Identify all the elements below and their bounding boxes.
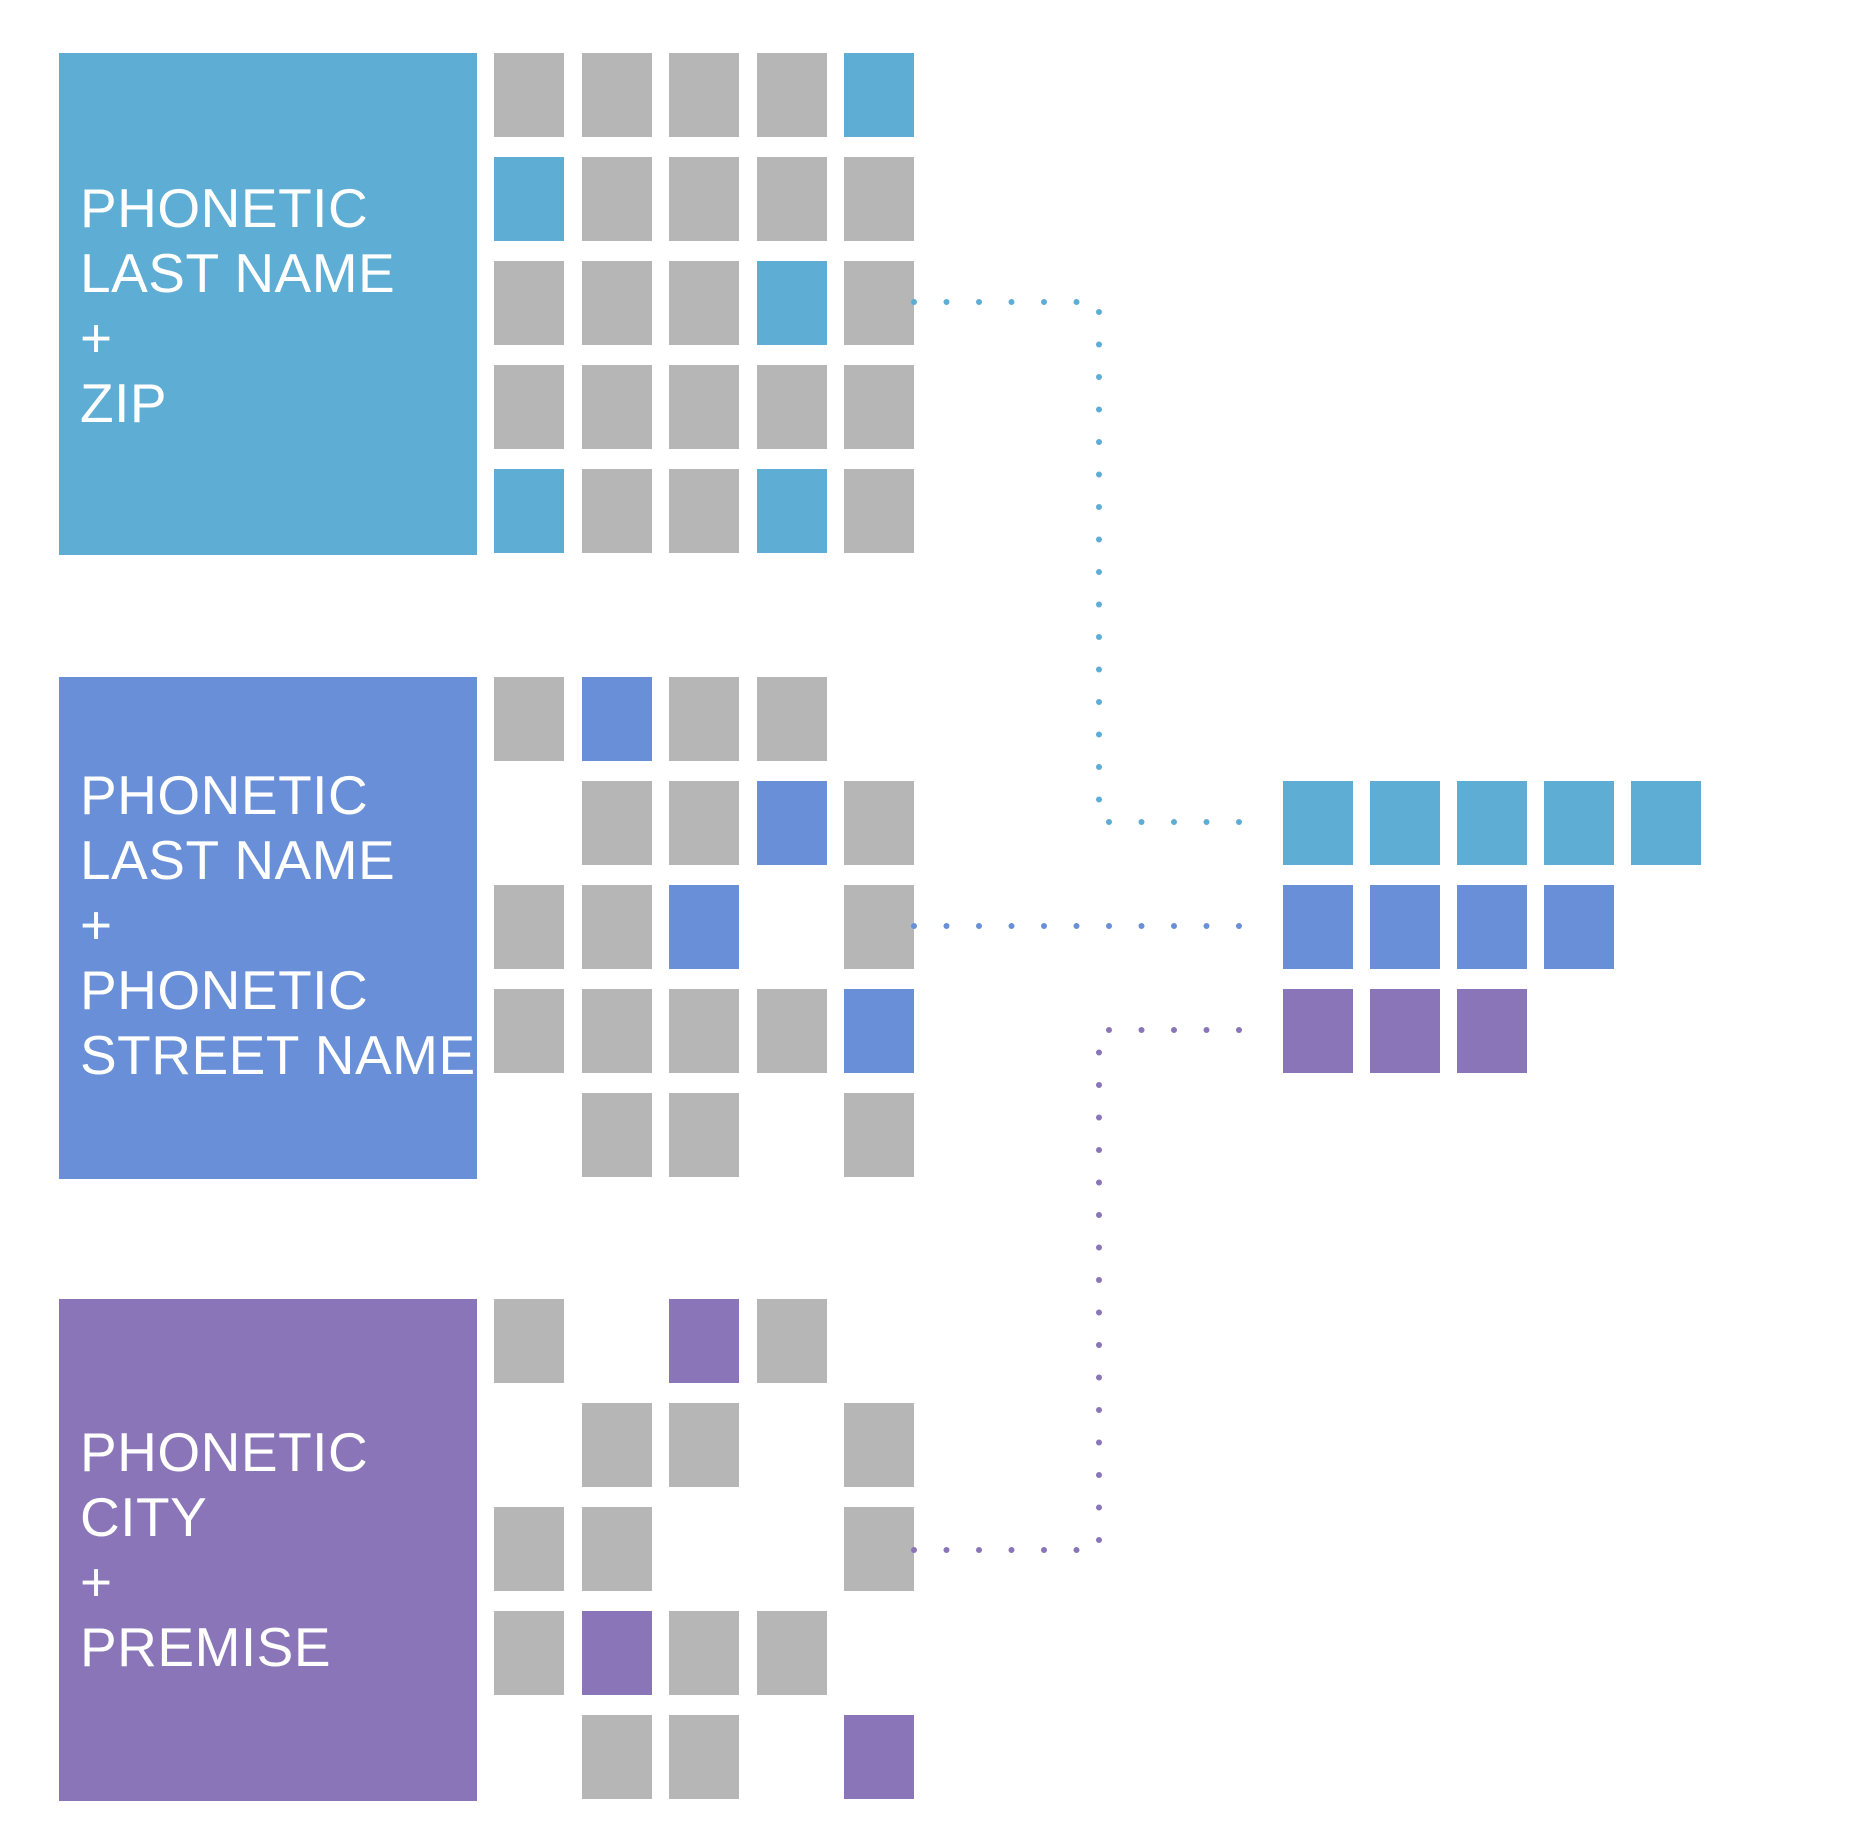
grid-cell-highlighted (844, 53, 914, 137)
grid-cell (844, 1507, 914, 1591)
grid-cell (669, 365, 739, 449)
label-line: PHONETIC (80, 1421, 369, 1483)
grid-cell (669, 469, 739, 553)
result-cell (1283, 781, 1353, 865)
grid-cell (582, 781, 652, 865)
grid-cell (669, 53, 739, 137)
result-cell (1457, 989, 1527, 1073)
grid-cell (757, 1299, 827, 1383)
grid-cell (669, 677, 739, 761)
grid-cells (494, 53, 914, 1799)
grid-cell (757, 157, 827, 241)
label-line: PHONETIC (80, 764, 369, 826)
label-box-street: PHONETIC LAST NAME + PHONETIC STREET NAM… (59, 677, 477, 1179)
label-line: PREMISE (80, 1616, 332, 1678)
grid-cell (494, 677, 564, 761)
result-cell (1457, 781, 1527, 865)
grid-cell-highlighted (582, 1611, 652, 1695)
label-text-zip: PHONETIC LAST NAME + ZIP (80, 176, 395, 436)
label-box-zip: PHONETIC LAST NAME + ZIP (59, 53, 477, 555)
grid-cell (669, 781, 739, 865)
grid-cell (844, 1403, 914, 1487)
grid-cell-highlighted (844, 989, 914, 1073)
grid-cell-highlighted (757, 781, 827, 865)
result-cell (1370, 989, 1440, 1073)
result-cell (1544, 781, 1614, 865)
connectors (911, 299, 1271, 1553)
grid-cell-highlighted (494, 157, 564, 241)
grid-cell (582, 157, 652, 241)
result-cells (1283, 781, 1701, 1073)
grid-cell (669, 989, 739, 1073)
grid-cell (494, 365, 564, 449)
grid-cell-highlighted (669, 885, 739, 969)
result-cell (1370, 781, 1440, 865)
connector-zip (911, 299, 1271, 825)
grid-cell (669, 1611, 739, 1695)
grid-cell (844, 885, 914, 969)
grid-cell (582, 989, 652, 1073)
label-line: LAST NAME (80, 829, 396, 891)
label-line: PHONETIC (80, 959, 369, 1021)
grid-cell (582, 885, 652, 969)
label-line: CITY (80, 1486, 208, 1548)
grid-cell-highlighted (844, 1715, 914, 1799)
grid-cell (844, 157, 914, 241)
grid-cell (844, 1093, 914, 1177)
grid-cell (582, 1093, 652, 1177)
grid-cell (582, 1715, 652, 1799)
grid-cell (757, 989, 827, 1073)
label-text-street: PHONETIC LAST NAME + PHONETIC STREET NAM… (80, 763, 476, 1088)
grid-cell (844, 781, 914, 865)
result-cell (1283, 885, 1353, 969)
label-line: LAST NAME (80, 242, 396, 304)
grid-cell-highlighted (757, 469, 827, 553)
result-cell (1370, 885, 1440, 969)
grid-cell (494, 989, 564, 1073)
grid-cell (494, 261, 564, 345)
label-line: STREET NAME (80, 1024, 476, 1086)
result-cell (1457, 885, 1527, 969)
result-cell (1283, 989, 1353, 1073)
grid-cell (582, 365, 652, 449)
grid-cell (494, 885, 564, 969)
grid-cell (757, 365, 827, 449)
grid-cell (582, 469, 652, 553)
grid-cell (582, 261, 652, 345)
label-line: ZIP (80, 372, 168, 434)
result-cell (1631, 781, 1701, 865)
label-box-city: PHONETIC CITY + PREMISE (59, 1299, 477, 1801)
label-line: + (80, 307, 113, 369)
result-cell (1544, 885, 1614, 969)
grid-cell (844, 469, 914, 553)
grid-cell (757, 1611, 827, 1695)
grid-cell (582, 53, 652, 137)
grid-cell (494, 53, 564, 137)
grid-cell (844, 261, 914, 345)
grid-cell-highlighted (494, 469, 564, 553)
label-text-city: PHONETIC CITY + PREMISE (80, 1420, 368, 1680)
grid-cell (757, 53, 827, 137)
grid-cell-highlighted (757, 261, 827, 345)
grid-cell (669, 157, 739, 241)
grid-cell (757, 677, 827, 761)
grid-cell-highlighted (582, 677, 652, 761)
grid-cell (669, 1715, 739, 1799)
grid-cell (494, 1299, 564, 1383)
grid-cell (669, 1093, 739, 1177)
grid-cell (494, 1611, 564, 1695)
connector-city (911, 1027, 1271, 1553)
grid-cell-highlighted (669, 1299, 739, 1383)
grid-cell (582, 1403, 652, 1487)
label-line: PHONETIC (80, 177, 369, 239)
label-line: + (80, 1551, 113, 1613)
grid-cell (494, 1507, 564, 1591)
grid-cell (844, 365, 914, 449)
grid-cell (669, 261, 739, 345)
grid-cell (582, 1507, 652, 1591)
grid-cell (669, 1403, 739, 1487)
label-line: + (80, 894, 113, 956)
